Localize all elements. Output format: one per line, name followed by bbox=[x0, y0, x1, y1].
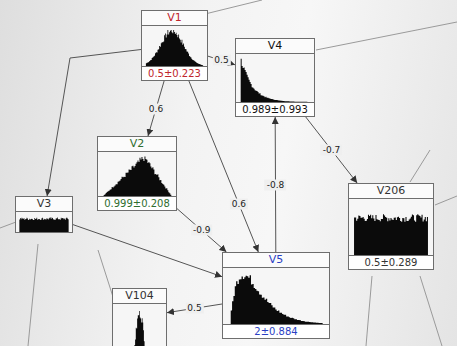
histogram bbox=[349, 199, 433, 255]
offscreen-wire bbox=[420, 276, 442, 346]
edge-weight: 0.5 bbox=[212, 55, 230, 66]
variable-box: V2 0.999±0.208 bbox=[97, 136, 177, 211]
variable-name: V3 bbox=[16, 197, 72, 212]
mean-value: 0.989±0.993 bbox=[236, 102, 314, 116]
variable-name: V4 bbox=[236, 39, 314, 54]
variable-box: V1 0.5±0.223 bbox=[141, 10, 208, 81]
variable-name: V206 bbox=[349, 184, 433, 199]
histogram bbox=[223, 268, 329, 324]
edge-weight: 0.5 bbox=[185, 303, 203, 314]
dependency-arrow bbox=[73, 225, 222, 277]
histogram bbox=[236, 54, 314, 102]
histogram bbox=[16, 212, 72, 232]
mean-value: 0.5±0.223 bbox=[142, 66, 207, 80]
variable-name: V2 bbox=[98, 137, 176, 152]
variable-name: V104 bbox=[113, 289, 166, 304]
mean-value: 0.999±0.208 bbox=[98, 196, 176, 210]
offscreen-wire bbox=[410, 150, 430, 182]
variable-box: V5 2±0.884 bbox=[222, 252, 330, 339]
dependency-arrow bbox=[306, 117, 357, 183]
edge-weight: 0.6 bbox=[230, 199, 248, 210]
histogram bbox=[142, 26, 207, 66]
offscreen-wire bbox=[28, 244, 38, 346]
variable-name: V5 bbox=[223, 253, 329, 268]
edge-weight: -0.8 bbox=[265, 179, 287, 190]
mean-value: 0.5±0.289 bbox=[349, 255, 433, 269]
offscreen-wire bbox=[0, 222, 16, 228]
histogram bbox=[113, 304, 166, 346]
variable-name: V1 bbox=[142, 11, 207, 26]
offscreen-wire bbox=[366, 276, 372, 346]
edge-weight: 0.6 bbox=[147, 103, 165, 114]
variable-box: V3 bbox=[15, 196, 73, 233]
variable-box: V206 0.5±0.289 bbox=[348, 183, 434, 270]
edge-weight: -0.7 bbox=[321, 145, 343, 156]
variable-box: V4 0.989±0.993 bbox=[235, 38, 315, 117]
variable-box: V104 bbox=[112, 288, 167, 346]
histogram bbox=[98, 152, 176, 196]
offscreen-wire bbox=[316, 22, 457, 50]
dependency-arrow bbox=[177, 209, 226, 252]
offscreen-wire bbox=[205, 0, 262, 14]
edge-weight: -0.9 bbox=[191, 225, 213, 236]
offscreen-wire bbox=[435, 196, 457, 205]
mean-value: 2±0.884 bbox=[223, 324, 329, 338]
